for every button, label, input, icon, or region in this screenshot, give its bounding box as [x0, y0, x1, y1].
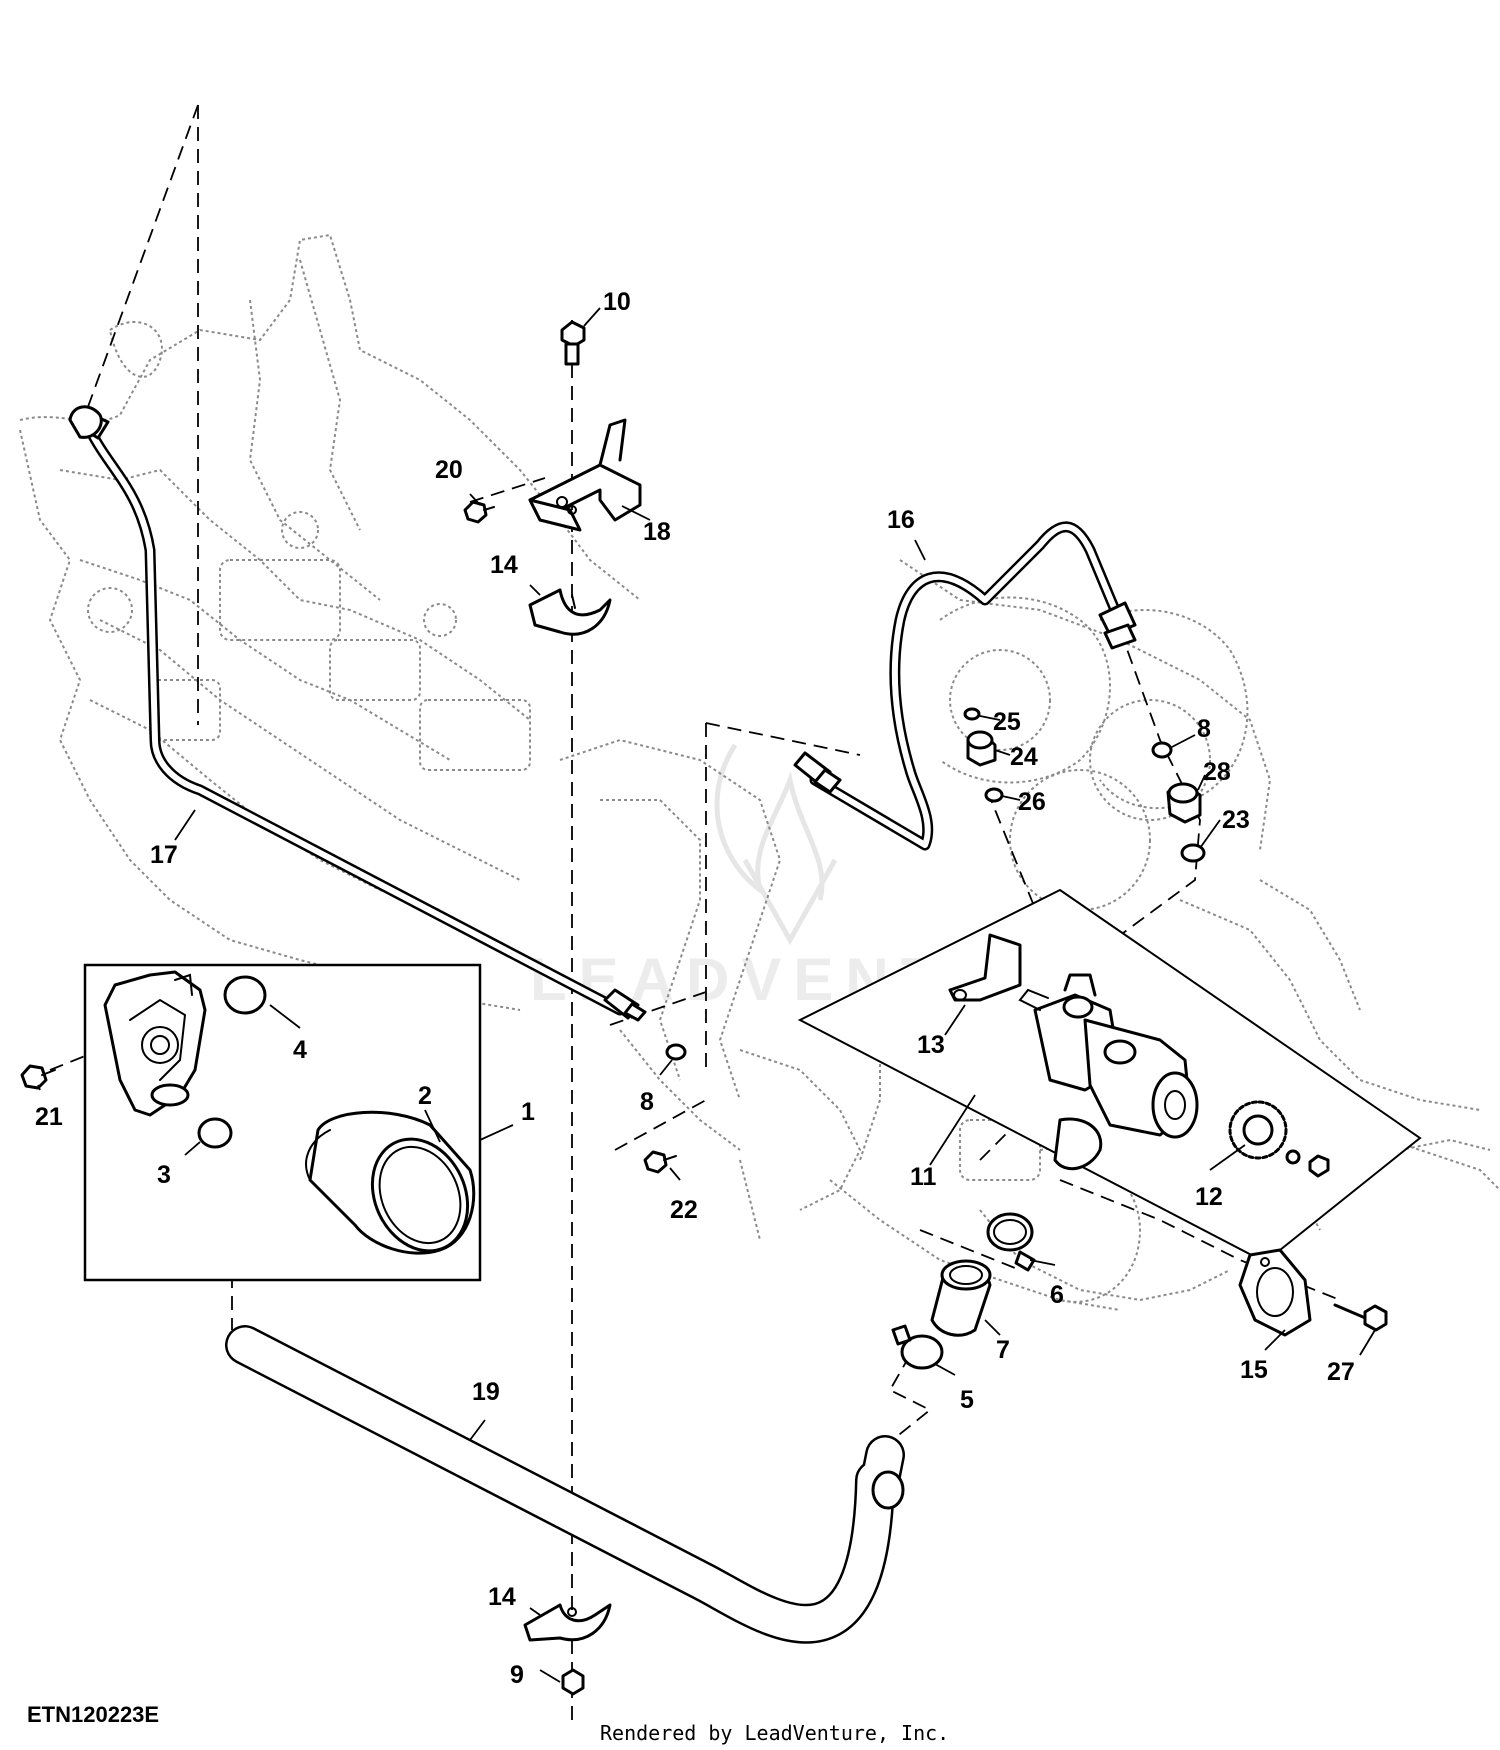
- o-ring-26: [984, 787, 1004, 803]
- bolt-20: [463, 500, 495, 524]
- gear-12: [1228, 1100, 1330, 1178]
- callout-11: 11: [910, 1163, 937, 1191]
- o-ring-23: [1180, 843, 1206, 863]
- callout-labels: 10 20 18 14 16 17 4 2 1 3 21 8 22 13 11 …: [35, 288, 1355, 1689]
- fitting-stack-28: [1151, 741, 1206, 863]
- clamp-5: [891, 1324, 944, 1370]
- bolt-27: [1333, 1303, 1388, 1332]
- callout-12: 12: [1195, 1183, 1223, 1211]
- callout-8-left: 8: [640, 1088, 654, 1116]
- callout-13: 13: [917, 1031, 945, 1059]
- o-ring-3: [197, 1117, 233, 1149]
- clamp-6: [986, 1212, 1036, 1272]
- o-ring-4: [223, 975, 267, 1015]
- bolt-10: [560, 320, 586, 366]
- callout-14-bottom: 14: [488, 1583, 516, 1611]
- callout-26: 26: [1018, 788, 1046, 816]
- o-ring-8-left: [665, 1043, 687, 1061]
- callout-15: 15: [1240, 1356, 1268, 1384]
- clamp-14-bottom: [523, 1603, 612, 1642]
- callout-19: 19: [472, 1378, 500, 1406]
- rendered-by-credit: Rendered by LeadVenture, Inc.: [600, 1721, 949, 1745]
- o-ring-8-right: [1151, 741, 1173, 759]
- callout-6: 6: [1050, 1281, 1064, 1309]
- bracket-13: [948, 933, 1022, 1002]
- callout-8-right: 8: [1197, 715, 1211, 743]
- bolt-22: [643, 1150, 677, 1174]
- filter-element-2: [305, 1110, 476, 1255]
- callout-18: 18: [643, 518, 671, 546]
- filter-head: [103, 970, 207, 1117]
- callout-1: 1: [521, 1098, 535, 1126]
- callout-23: 23: [1222, 806, 1250, 834]
- callout-9: 9: [510, 1661, 524, 1689]
- callout-27: 27: [1327, 1358, 1355, 1386]
- leader-lines: [37, 307, 1376, 1683]
- callout-2: 2: [418, 1082, 432, 1110]
- callout-17: 17: [150, 841, 178, 869]
- starter-motor-11: [1018, 973, 1199, 1171]
- callout-16: 16: [887, 506, 915, 534]
- gasket-15: [1238, 1248, 1312, 1337]
- figure-code: ETN120223E: [27, 1702, 159, 1727]
- callout-3: 3: [157, 1161, 171, 1189]
- clamp-14-top: [528, 588, 612, 636]
- o-ring-25: [963, 707, 981, 721]
- callout-14-top: 14: [490, 551, 518, 579]
- callout-25: 25: [993, 708, 1021, 736]
- callout-20: 20: [435, 456, 463, 484]
- tube-17: [68, 405, 647, 1022]
- starter-motor-panel: [797, 888, 1422, 1264]
- callout-28: 28: [1203, 758, 1231, 786]
- filter-detail-inset: [83, 963, 482, 1282]
- bolt-21: [20, 1064, 56, 1090]
- callout-10: 10: [603, 288, 631, 316]
- callout-4: 4: [293, 1036, 307, 1064]
- tube-16: [793, 521, 1137, 851]
- callout-21: 21: [35, 1103, 63, 1131]
- callout-22: 22: [670, 1196, 698, 1224]
- callout-7: 7: [996, 1336, 1010, 1364]
- nut-9: [561, 1668, 585, 1696]
- callout-24: 24: [1010, 743, 1038, 771]
- hose-19: [225, 1325, 905, 1644]
- callout-5: 5: [960, 1386, 974, 1414]
- fitting-7: [930, 1259, 992, 1337]
- fitting-stack-24: [963, 707, 1004, 803]
- bracket-18: [528, 418, 642, 532]
